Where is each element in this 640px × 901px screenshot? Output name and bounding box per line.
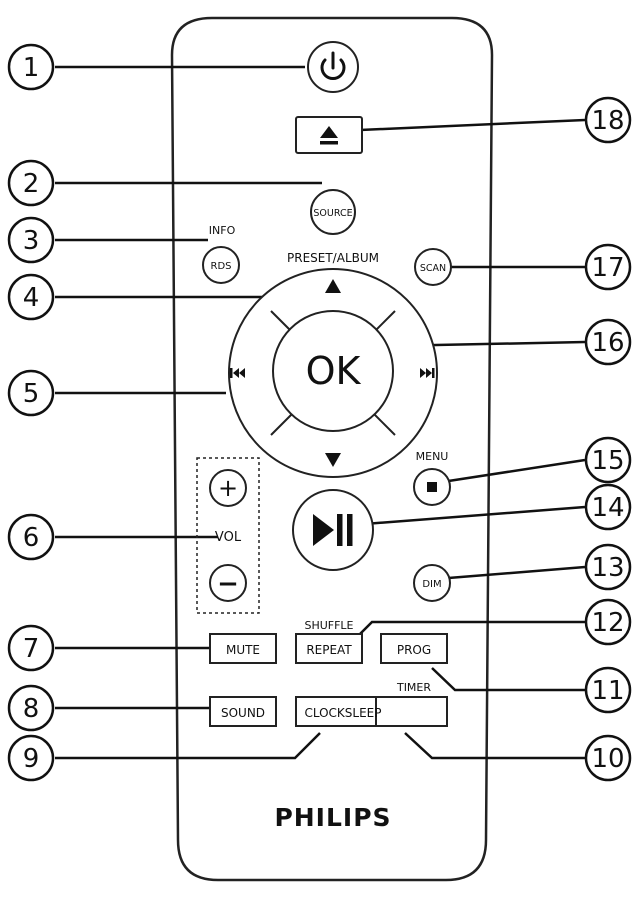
svg-text:15: 15: [591, 446, 624, 476]
svg-text:11: 11: [591, 676, 624, 706]
svg-text:3: 3: [23, 226, 40, 256]
callout-10: 10: [584, 734, 632, 782]
svg-text:18: 18: [591, 106, 624, 136]
callout-8: 8: [7, 684, 55, 732]
source-button[interactable]: SOURCE: [310, 189, 356, 235]
shuffle-label: SHUFFLE: [304, 619, 353, 632]
svg-text:17: 17: [591, 253, 624, 283]
volume-up-button[interactable]: +: [209, 469, 247, 507]
svg-text:10: 10: [591, 744, 624, 774]
stop-icon: [427, 482, 437, 492]
menu-stop-button[interactable]: [413, 468, 451, 506]
down-button[interactable]: [325, 453, 341, 467]
ok-button[interactable]: OK: [272, 310, 394, 432]
previous-icon: [230, 368, 245, 378]
svg-text:12: 12: [591, 608, 624, 638]
prog-button[interactable]: PROG: [380, 633, 448, 664]
callout-3: 3: [7, 216, 55, 264]
previous-button[interactable]: [230, 368, 245, 378]
svg-text:+: +: [218, 474, 238, 502]
dim-button[interactable]: DIM: [413, 564, 451, 602]
callout-9: 9: [7, 734, 55, 782]
callout-18: 18: [584, 96, 632, 144]
callout-17: 17: [584, 243, 632, 291]
power-button[interactable]: [307, 41, 359, 93]
callout-2: 2: [7, 159, 55, 207]
power-icon: [320, 51, 346, 80]
volume-group-outline: [196, 457, 260, 614]
play-pause-icon: [313, 514, 353, 546]
svg-text:13: 13: [591, 553, 624, 583]
svg-text:7: 7: [23, 634, 40, 664]
menu-label: MENU: [416, 450, 449, 463]
svg-text:RDS: RDS: [211, 261, 232, 272]
callout-12: 12: [584, 598, 632, 646]
svg-text:4: 4: [23, 283, 40, 313]
up-arrow-icon: [325, 279, 341, 293]
svg-text:8: 8: [23, 694, 40, 724]
svg-text:2: 2: [23, 169, 40, 199]
next-icon: [420, 368, 435, 378]
svg-text:CLOCKSLEEP: CLOCKSLEEP: [304, 706, 381, 720]
preset-album-label: PRESET/ALBUM: [287, 251, 379, 265]
callout-4: 4: [7, 273, 55, 321]
eject-button[interactable]: [295, 116, 363, 154]
info-label: INFO: [209, 224, 236, 237]
svg-text:PROG: PROG: [397, 643, 431, 657]
sound-button[interactable]: SOUND: [209, 696, 277, 727]
svg-text:16: 16: [591, 328, 624, 358]
callout-1: 1: [7, 43, 55, 91]
callout-16: 16: [584, 318, 632, 366]
callout-7: 7: [7, 624, 55, 672]
callout-lines: [55, 65, 586, 760]
svg-text:−: −: [217, 569, 239, 599]
svg-text:SOURCE: SOURCE: [313, 208, 352, 219]
mute-button[interactable]: MUTE: [209, 633, 277, 664]
svg-text:5: 5: [23, 379, 40, 409]
svg-text:SCAN: SCAN: [420, 263, 446, 274]
svg-text:SOUND: SOUND: [221, 706, 265, 720]
down-arrow-icon: [325, 453, 341, 467]
svg-text:1: 1: [23, 53, 40, 83]
brand-logo: PHILIPS: [274, 803, 391, 832]
svg-text:REPEAT: REPEAT: [306, 643, 352, 657]
timer-label: TIMER: [396, 681, 431, 694]
callout-14: 14: [584, 483, 632, 531]
svg-text:14: 14: [591, 493, 624, 523]
callout-15: 15: [584, 436, 632, 484]
svg-text:9: 9: [23, 744, 40, 774]
callout-5: 5: [7, 369, 55, 417]
callout-13: 13: [584, 543, 632, 591]
callout-6: 6: [7, 513, 55, 561]
clocksleep-button[interactable]: CLOCKSLEEP: [295, 696, 448, 727]
up-button[interactable]: [325, 279, 341, 293]
svg-text:DIM: DIM: [422, 579, 441, 590]
svg-text:MUTE: MUTE: [226, 643, 260, 657]
svg-text:OK: OK: [306, 349, 362, 393]
vol-label: VOL: [215, 530, 242, 545]
eject-icon: [320, 126, 338, 145]
rds-button[interactable]: RDS: [202, 246, 240, 284]
volume-down-button[interactable]: −: [209, 564, 247, 602]
repeat-button[interactable]: REPEAT: [295, 633, 363, 664]
svg-text:6: 6: [23, 523, 40, 553]
next-button[interactable]: [420, 368, 435, 378]
scan-button[interactable]: SCAN: [414, 248, 452, 286]
callouts: 1 2 3 4 5 6 7 8 9 10 11 12 13 14 15 16 1…: [7, 43, 632, 782]
callout-11: 11: [584, 666, 632, 714]
play-pause-button[interactable]: [292, 489, 374, 571]
